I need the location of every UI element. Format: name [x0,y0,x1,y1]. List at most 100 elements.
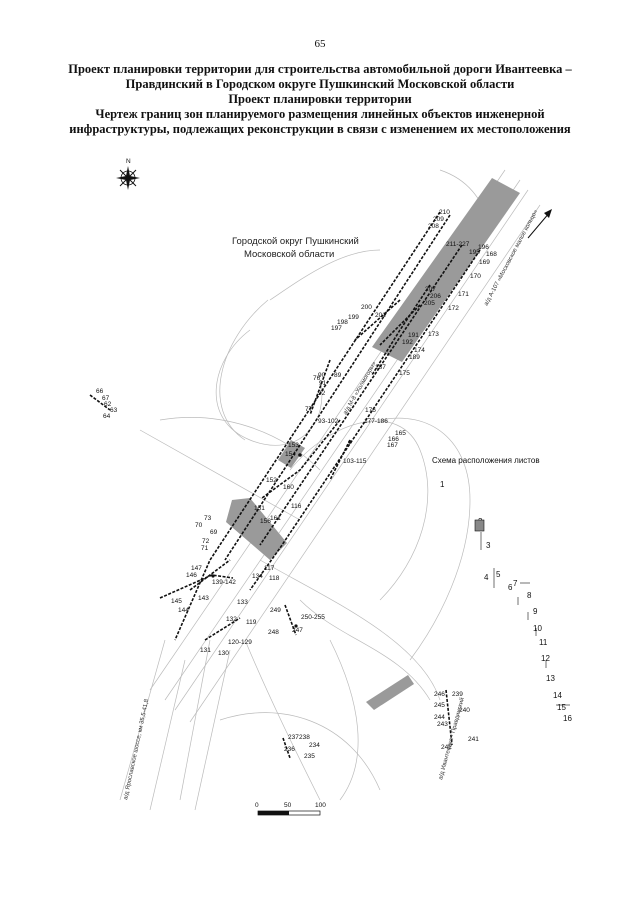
point-label-244: 244 [434,714,445,721]
point-label-187: 187 [375,364,386,371]
point-label-69: 69 [210,529,218,536]
point-label-63: 63 [110,407,118,414]
point-label-90: 90 [318,372,326,379]
point-label-66: 66 [96,388,104,395]
sheet-number-1: 1 [440,480,445,489]
point-label-116: 116 [291,503,302,510]
point-label-91: 91 [319,380,327,387]
sheet-number-7: 7 [513,579,518,588]
point-label-62: 62 [104,401,112,408]
point-label-132: 132 [226,616,237,623]
point-label-103-115: 103-115 [343,458,367,465]
road-label-yaroslavl: а/д Ярославское шоссе, км 35,5-41,8 [123,698,150,800]
point-label-70: 70 [195,522,203,529]
district-label-2: Московской области [244,249,334,260]
point-label-76: 76 [313,375,321,382]
point-label-120-129: 120-129 [228,639,252,646]
point-label-211-227: 211-227 [446,241,470,248]
zone-southeast [366,675,414,710]
point-label-131: 131 [200,647,211,654]
point-label-130: 130 [218,650,229,657]
point-label-200: 200 [361,304,372,311]
point-label-189: 189 [409,354,420,361]
point-label-247: 247 [292,627,303,634]
document-title: Проект планировки территории для строите… [40,62,600,137]
sheet-number-14: 14 [553,691,562,700]
sheet-number-5: 5 [496,570,501,579]
point-label-169: 169 [479,259,490,266]
scale-bar: 0 50 100 [255,802,326,816]
point-label-93-102: 93-102 [318,418,339,425]
point-label-77: 77 [305,406,313,413]
utility-routes [89,211,481,759]
point-label-144: 144 [178,607,189,614]
district-label-1: Городской округ Пушкинский [232,236,359,247]
sheet-numbers: 12345678910111213141516 [440,480,572,723]
point-label-152: 152 [266,477,277,484]
point-label-177-186: 177-186 [364,418,388,425]
point-label-151: 151 [254,505,265,512]
point-label-250-255: 250-255 [301,614,325,621]
point-label-242: 242 [441,744,452,751]
point-label-174: 174 [414,347,425,354]
point-label-239: 239 [452,691,463,698]
point-label-119: 119 [246,619,257,626]
point-label-195: 195 [469,249,480,256]
point-label-173: 173 [428,331,439,338]
point-label-246: 246 [434,691,445,698]
point-label-117: 117 [264,565,275,572]
point-label-118: 118 [269,575,280,582]
point-label-89: 89 [334,372,342,379]
sheet-number-4: 4 [484,573,489,582]
sheet-number-6: 6 [508,583,513,592]
point-label-199: 199 [348,314,359,321]
point-label-67: 67 [102,395,110,402]
scale-tick-0: 0 [255,802,259,809]
point-label-146: 146 [186,572,197,579]
point-label-92: 92 [318,390,326,397]
point-label-245: 245 [434,702,445,709]
point-label-176: 176 [365,407,376,414]
sheet-number-8: 8 [527,591,532,600]
point-label-237: 237 [288,734,299,741]
point-label-172: 172 [448,305,459,312]
point-label-191: 191 [408,332,419,339]
sheet-number-11: 11 [539,638,548,647]
scale-tick-50: 50 [284,802,292,809]
point-label-153: 153 [288,442,299,449]
scale-tick-100: 100 [315,802,326,809]
page-number: 65 [314,38,326,50]
point-label-192: 192 [402,339,413,346]
direction-arrow-icon [527,209,552,239]
point-label-198: 198 [337,319,348,326]
sheet-number-13: 13 [546,674,555,683]
point-label-133: 133 [237,599,248,606]
point-label-207: 207 [425,286,436,293]
title-line-1: Проект планировки территории для строите… [68,62,572,76]
point-label-249: 249 [270,607,281,614]
point-label-234: 234 [309,742,320,749]
point-label-154: 154 [285,451,296,458]
title-line-3: Проект планировки территории [228,92,412,106]
point-label-134: 134 [252,573,263,580]
title-line-4: Чертеж границ зон планируемого размещени… [95,107,545,121]
sheet-number-10: 10 [533,624,542,633]
point-label-160: 160 [283,484,294,491]
point-label-206: 206 [430,293,441,300]
point-label-197: 197 [331,325,342,332]
point-label-241: 241 [468,736,479,743]
compass-rose-icon: N [116,158,140,190]
point-label-170: 170 [470,273,481,280]
point-label-205: 205 [424,300,435,307]
point-label-236: 236 [284,746,295,753]
sheet-number-15: 15 [557,703,566,712]
point-label-166: 166 [388,436,399,443]
point-label-171: 171 [458,291,469,298]
point-label-72: 72 [202,538,210,545]
road-network [119,169,541,811]
point-label-156: 156 [260,518,271,525]
point-label-168: 168 [486,251,497,258]
point-label-175: 175 [399,370,410,377]
point-label-201: 201 [375,312,386,319]
point-label-143: 143 [198,595,209,602]
